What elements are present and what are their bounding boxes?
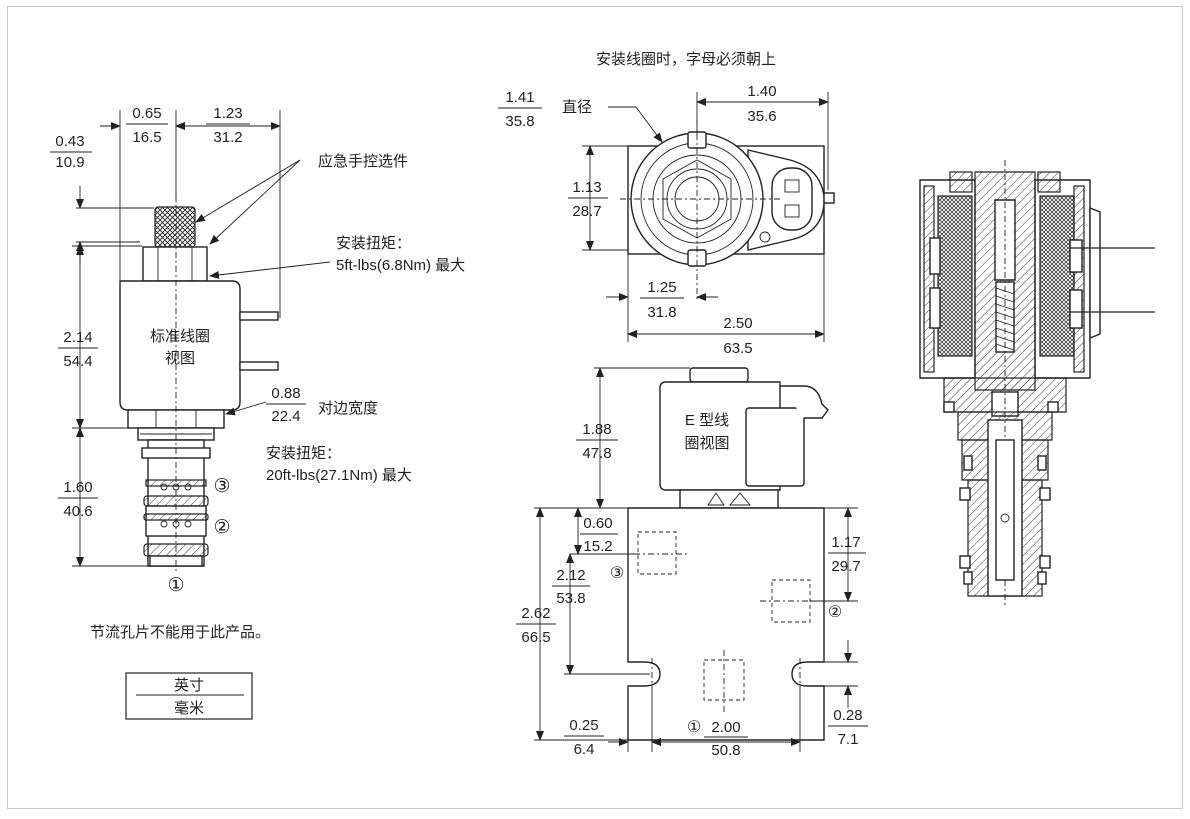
- standard-coil-label-1: 标准线圈: [150, 328, 210, 345]
- front-port-2: ②: [828, 604, 842, 621]
- dim-117-mm: 29.7: [831, 558, 860, 575]
- dim-123-mm: 31.2: [213, 129, 242, 146]
- manual-override-knob: [154, 206, 196, 248]
- drawing-frame: [7, 6, 1183, 809]
- e-coil-label-2: 圈视图: [684, 435, 729, 452]
- dim-088-mm: 22.4: [271, 408, 300, 425]
- dim-188-mm: 47.8: [582, 445, 611, 462]
- manifold-block: [627, 507, 825, 741]
- dim-212-mm: 53.8: [556, 590, 585, 607]
- dim-123-in: 1.23: [213, 105, 242, 122]
- units-legend-inch: 英寸: [174, 676, 204, 694]
- diameter-label: 直径: [562, 99, 592, 116]
- dim-212-in: 2.12: [556, 567, 585, 584]
- dim-060-mm: 15.2: [583, 538, 612, 555]
- dim-262-in: 2.62: [521, 605, 550, 622]
- port-3-label: ③: [213, 476, 230, 497]
- dim-117-in: 1.17: [831, 534, 860, 551]
- dim-065-mm: 16.5: [132, 129, 161, 146]
- port-1-label: ①: [167, 575, 184, 596]
- standard-coil: [119, 280, 241, 411]
- units-legend: 英寸 毫米: [125, 672, 253, 720]
- callout-torque-cartridge-1: 安装扭矩：: [266, 445, 341, 462]
- front-port-1: ①: [687, 719, 701, 736]
- dim-160-in: 1.60: [63, 479, 92, 496]
- front-port-3: ③: [610, 565, 624, 582]
- dim-200-mm: 50.8: [711, 742, 740, 759]
- coil-nut: [142, 246, 208, 282]
- letters-up-note: 安装线圈时，字母必须朝上: [596, 51, 776, 68]
- e-coil-label-1: E 型线: [685, 412, 729, 429]
- callout-torque-coil-1: 安装扭矩：: [336, 235, 411, 252]
- dim-113-mm: 28.7: [572, 203, 601, 220]
- dim-113-in: 1.13: [572, 179, 601, 196]
- dim-188-in: 1.88: [582, 421, 611, 438]
- dim-214-in: 2.14: [63, 329, 92, 346]
- dim-088-in: 0.88: [271, 385, 300, 402]
- coil-terminal: [239, 361, 279, 371]
- port-2-label: ②: [213, 517, 230, 538]
- dim-043-mm: 10.9: [55, 154, 84, 171]
- dim-025-mm: 6.4: [574, 741, 595, 758]
- dim-262-mm: 66.5: [521, 629, 550, 646]
- dim-125-mm: 31.8: [647, 304, 676, 321]
- standard-coil-label-2: 视图: [165, 350, 195, 367]
- dim-140-in: 1.40: [747, 83, 776, 100]
- dim-160-mm: 40.6: [63, 503, 92, 520]
- top-view: 安装线圈时，字母必须朝上 1.41 35.8 直径 1.40 35.6: [498, 51, 835, 357]
- hex-label: 对边宽度: [318, 400, 378, 417]
- dim-028-mm: 7.1: [838, 731, 859, 748]
- orifice-note: 节流孔片不能用于此产品。: [90, 624, 270, 641]
- dim-200-in: 2.00: [711, 719, 740, 736]
- dim-060-in: 0.60: [583, 515, 612, 532]
- section-view: [919, 160, 1155, 606]
- callout-manual-override: 应急手控选件: [318, 152, 408, 170]
- dim-250-mm: 63.5: [723, 340, 752, 357]
- callout-torque-coil-2: 5ft-lbs(6.8Nm) 最大: [336, 257, 465, 274]
- units-legend-mm: 毫米: [174, 699, 204, 717]
- dim-065-in: 0.65: [132, 105, 161, 122]
- dim-028-in: 0.28: [833, 707, 862, 724]
- coil-terminal: [239, 311, 279, 321]
- dim-250-in: 2.50: [723, 315, 752, 332]
- dim-141-mm: 35.8: [505, 113, 534, 130]
- dim-043-in: 0.43: [55, 133, 84, 150]
- dim-140-mm: 35.6: [747, 108, 776, 125]
- dim-025-in: 0.25: [569, 717, 598, 734]
- dim-214-mm: 54.4: [63, 353, 92, 370]
- dim-125-in: 1.25: [647, 279, 676, 296]
- front-view: E 型线 圈视图 1.88 47.8 0.60 15.2 ③ 2.12 53.8: [516, 367, 868, 759]
- dim-141-in: 1.41: [505, 89, 534, 106]
- callout-torque-cartridge-2: 20ft-lbs(27.1Nm) 最大: [266, 467, 412, 484]
- side-view: 0.43 10.9 0.65 16.5 1.23 31.2 2.14 54.4 …: [50, 105, 465, 720]
